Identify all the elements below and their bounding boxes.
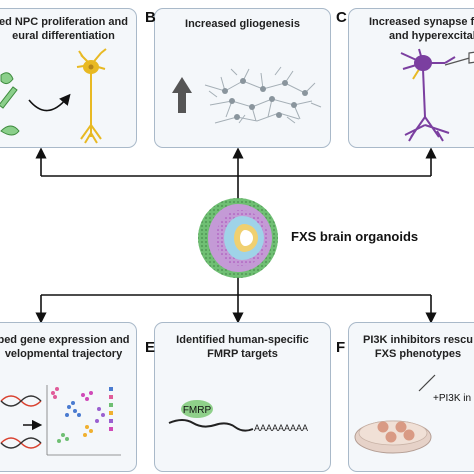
astrocyte-nuclei <box>222 78 308 120</box>
panel-f-title-1: PI3K inhibitors rescu <box>362 334 474 346</box>
mrna-strand <box>168 419 254 432</box>
neuron-yellow-icon <box>76 48 107 144</box>
panel-e-title-2: FMRP targets <box>207 348 278 360</box>
synapse-neuron-illustration <box>400 48 474 142</box>
panel-f-title-2: FXS phenotypes <box>374 348 462 360</box>
fmrp-protein-icon <box>181 400 213 418</box>
panel-b-title: Increased gliogenesis <box>185 18 300 30</box>
astrocyte-illustration <box>172 66 322 124</box>
center-label: FXS brain organoids <box>291 229 419 244</box>
panel-c: Increased synapse for and hyperexcitabi <box>348 8 474 148</box>
gene-expression-illustration <box>0 385 121 456</box>
tsne-legend <box>109 387 113 431</box>
panel-e-letter: E <box>145 339 156 356</box>
organoid-illustration <box>198 198 278 278</box>
panel-e: Identified human-specific FMRP targets F… <box>154 322 331 472</box>
neuron-differentiation-illustration <box>0 48 107 144</box>
panel-d-title-1: ped gene expression and <box>0 334 130 346</box>
astrocyte-network-icon <box>204 66 322 124</box>
differentiation-arrow <box>28 93 71 112</box>
panel-d-title-2: velopmental trajectory <box>4 348 123 360</box>
up-arrow-icon <box>172 77 192 113</box>
panel-c-letter: C <box>336 9 347 26</box>
neuron-purple-icon <box>400 48 456 142</box>
fmrp-mrna-illustration: FMRP AAAAAAAAA <box>168 400 308 433</box>
panel-b-letter: B <box>145 9 156 26</box>
panel-a-title-1: ed NPC proliferation and <box>0 16 128 28</box>
pipette-icon <box>418 374 436 392</box>
npc-cells-icon <box>0 72 20 136</box>
panel-e-title-1: Identified human-specific <box>176 334 309 346</box>
drug-label: +PI3K in <box>433 393 471 404</box>
panel-f: PI3K inhibitors rescu FXS phenotypes +PI… <box>348 322 474 472</box>
fmrp-label: FMRP <box>183 405 212 416</box>
panel-a-title-2: eural differentiation <box>12 30 115 42</box>
panel-c-title-2: and hyperexcitabi <box>389 30 474 42</box>
panel-b: Increased gliogenesis <box>154 8 331 148</box>
tsne-plot-icon <box>46 385 121 456</box>
dna-icon <box>0 395 42 449</box>
petri-dish-illustration: +PI3K in <box>354 374 471 454</box>
panel-f-letter: F <box>336 339 346 356</box>
panel-c-title-1: Increased synapse for <box>369 16 474 28</box>
panel-d: ped gene expression and velopmental traj… <box>0 322 137 472</box>
polya-tail-label: AAAAAAAAA <box>254 423 308 433</box>
electrode-icon <box>444 51 474 66</box>
panel-a: ed NPC proliferation and eural different… <box>0 8 137 148</box>
dish-icon <box>354 420 432 454</box>
